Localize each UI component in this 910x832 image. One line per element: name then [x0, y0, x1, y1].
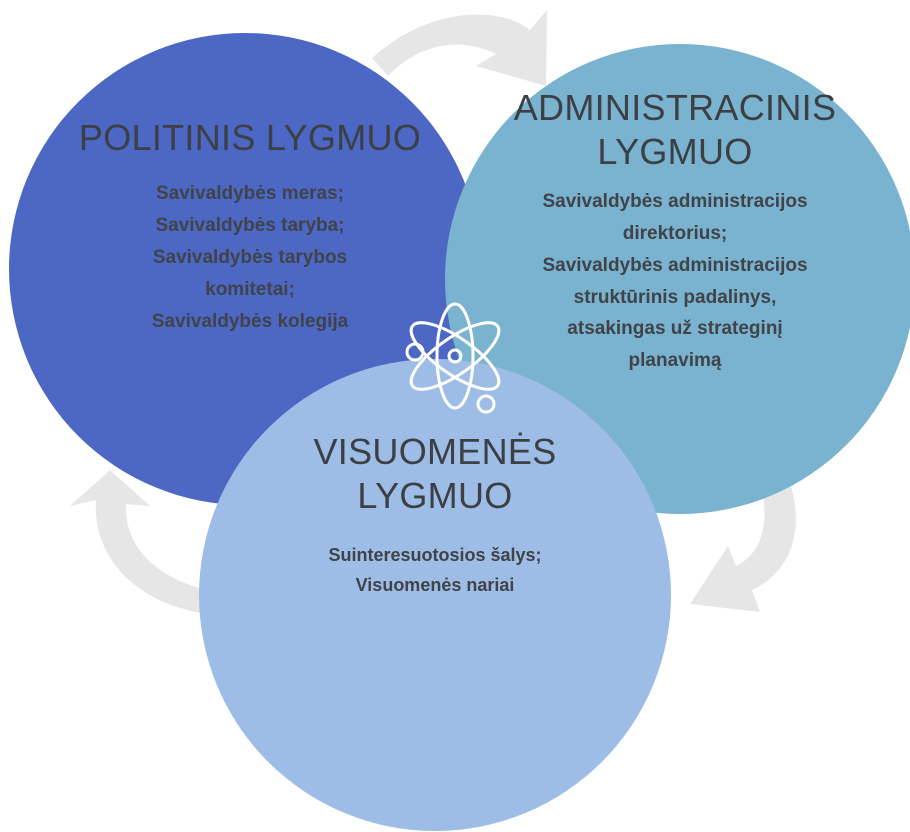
- political-level-title: POLITINIS LYGMUO: [78, 117, 422, 158]
- political-item: komitetai;: [205, 278, 295, 300]
- public-item: Suinteresuotosios šalys;: [328, 544, 542, 565]
- curved-arrow-top: [372, 10, 547, 86]
- political-item: Savivaldybės meras;: [155, 182, 344, 204]
- curved-arrow-left: [70, 470, 214, 614]
- public-level-title: VISUOMENĖS LYGMUO: [235, 430, 635, 518]
- arrow-shape: [690, 472, 796, 612]
- administrative-item: atsakingas už strateginį: [567, 318, 783, 340]
- public-title-line: LYGMUO: [357, 474, 513, 516]
- public-title-line: VISUOMENĖS: [313, 431, 557, 472]
- political-item: Savivaldybės kolegija: [151, 310, 349, 332]
- administrative-item: planavimą: [628, 350, 722, 372]
- administrative-item: struktūrinis padalinys,: [573, 286, 777, 308]
- administrative-title-line: ADMINISTRACINIS: [513, 87, 837, 128]
- public-level-group: VISUOMENĖS LYGMUO Suinteresuotosios šaly…: [235, 430, 635, 600]
- political-item: Savivaldybės tarybos: [152, 246, 348, 268]
- administrative-level-group: ADMINISTRACINIS LYGMUO Savivaldybės admi…: [480, 86, 870, 377]
- arrow-shape: [70, 470, 214, 614]
- administrative-level-list: Savivaldybės administracijos direktorius…: [480, 186, 870, 377]
- public-level-list: Suinteresuotosios šalys; Visuomenės nari…: [235, 540, 635, 600]
- administrative-item: direktorius;: [622, 222, 728, 244]
- atom-icon: [405, 302, 501, 414]
- public-level-circle: [199, 359, 671, 831]
- political-level-group: POLITINIS LYGMUO Savivaldybės meras; Sav…: [40, 116, 460, 337]
- curved-arrow-right: [690, 472, 796, 612]
- administrative-title-line: LYGMUO: [597, 130, 753, 172]
- political-level-list: Savivaldybės meras; Savivaldybės taryba;…: [40, 178, 460, 338]
- administrative-item: Savivaldybės administracijos: [542, 190, 808, 212]
- administrative-item: Savivaldybės administracijos: [542, 254, 808, 276]
- political-item: Savivaldybės taryba;: [155, 214, 345, 236]
- administrative-level-title: ADMINISTRACINIS LYGMUO: [480, 86, 870, 174]
- public-item: Visuomenės nariai: [355, 575, 515, 596]
- arrow-shape: [372, 10, 547, 86]
